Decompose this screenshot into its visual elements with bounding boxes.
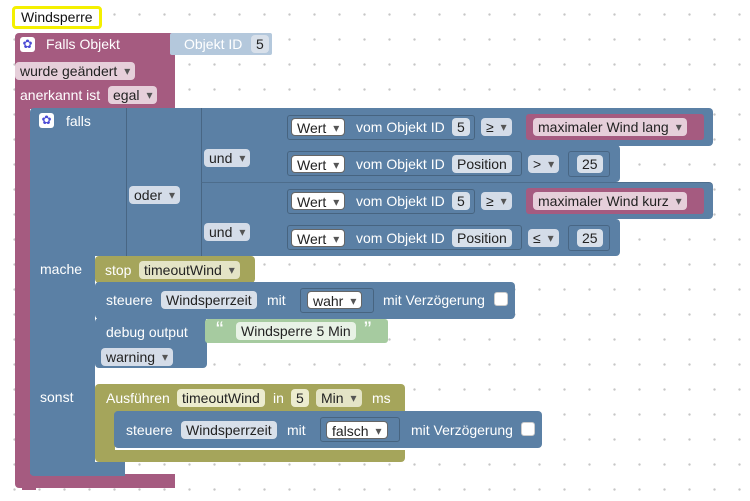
ack-label: anerkannt ist	[20, 87, 101, 103]
and-dropdown-2[interactable]: und	[204, 223, 251, 241]
value-socket	[287, 115, 475, 140]
number-field[interactable]: 25	[577, 229, 603, 247]
object-id-label: Objekt ID	[184, 36, 243, 52]
operator-dropdown[interactable]: ≥	[481, 192, 512, 210]
event-block-bottom	[15, 474, 175, 488]
number-field[interactable]: 25	[577, 155, 603, 173]
comment-label[interactable]: Windsperre	[12, 6, 102, 29]
attribute-field[interactable]: Position	[452, 155, 512, 173]
gear-icon[interactable]: ✿	[20, 37, 35, 52]
value-socket	[320, 417, 400, 442]
operator-dropdown[interactable]: >	[528, 155, 560, 173]
quote-open-icon: “	[216, 317, 224, 342]
stop-label: stop	[105, 262, 132, 278]
wert-dropdown[interactable]: Wert	[291, 118, 346, 137]
value-socket	[287, 225, 522, 250]
value-socket	[287, 151, 522, 176]
quote-close-icon: ”	[364, 317, 372, 342]
attribute-field[interactable]: Position	[452, 229, 512, 247]
wert-dropdown[interactable]: Wert	[291, 229, 346, 248]
value-socket	[300, 288, 374, 313]
mit-label: mit	[287, 422, 306, 438]
log-level-dropdown[interactable]: warning	[101, 348, 174, 366]
object-id-block[interactable]	[170, 33, 272, 55]
event-block-spine	[15, 100, 30, 482]
timer-name-field[interactable]: timeoutWind	[177, 389, 265, 407]
gear-icon[interactable]: ✿	[39, 113, 54, 128]
timer-dropdown[interactable]: timeoutWind	[139, 261, 240, 279]
operator-dropdown[interactable]: ≤	[528, 229, 559, 247]
and-dropdown-1[interactable]: und	[204, 149, 251, 167]
ms-label: ms	[372, 390, 391, 406]
boolean-dropdown[interactable]: falsch	[326, 421, 388, 440]
and-block-1[interactable]	[201, 108, 274, 182]
wert-dropdown[interactable]: Wert	[291, 192, 346, 211]
mache-label: mache	[40, 261, 83, 277]
value-socket	[287, 189, 475, 214]
object-id-field[interactable]: 5	[452, 118, 470, 136]
delay-label: mit Verzögerung	[383, 292, 485, 308]
delay-label: mit Verzögerung	[411, 422, 513, 438]
object-id-field[interactable]: 5	[452, 192, 470, 210]
variable-dropdown[interactable]: maximaler Wind lang	[533, 118, 687, 136]
in-label: in	[273, 390, 284, 406]
and-block-2[interactable]	[201, 182, 274, 256]
if-block-bottom	[30, 462, 125, 476]
wert-dropdown[interactable]: Wert	[291, 155, 346, 174]
steuere-label: steuere	[126, 422, 173, 438]
ack-dropdown[interactable]: egal	[108, 86, 158, 104]
or-dropdown[interactable]: oder	[129, 186, 181, 204]
vom-objekt-label: vom Objekt ID	[356, 230, 445, 246]
object-id-value[interactable]: 5	[251, 35, 269, 53]
or-block[interactable]	[126, 108, 204, 256]
steuere-label: steuere	[106, 292, 153, 308]
variable-field[interactable]: Windsperrzeit	[181, 421, 277, 439]
vom-objekt-label: vom Objekt ID	[356, 156, 445, 172]
timeout-block-spine	[95, 410, 115, 452]
if-block-spine	[30, 254, 95, 474]
timeout-block-bottom	[95, 450, 405, 462]
variable-dropdown[interactable]: maximaler Wind kurz	[533, 192, 687, 210]
vom-objekt-label: vom Objekt ID	[356, 119, 445, 135]
variable-field[interactable]: Windsperrzeit	[161, 291, 257, 309]
comment-label-text: Windsperre	[21, 9, 93, 25]
event-block-tab	[22, 484, 36, 490]
delay-amount-field[interactable]: 5	[291, 389, 309, 407]
delay-checkbox[interactable]	[494, 292, 508, 306]
boolean-dropdown[interactable]: wahr	[307, 291, 363, 310]
unit-dropdown[interactable]: Min	[316, 389, 362, 407]
delay-checkbox[interactable]	[521, 422, 535, 436]
mit-label: mit	[267, 292, 286, 308]
vom-objekt-label: vom Objekt ID	[356, 193, 445, 209]
operator-dropdown[interactable]: ≥	[481, 118, 512, 136]
if-block-head[interactable]	[30, 108, 127, 256]
change-dropdown[interactable]: wurde geändert	[15, 62, 136, 80]
falls-label: falls	[66, 113, 91, 129]
debug-label: debug output	[106, 324, 188, 340]
sonst-label: sonst	[40, 389, 74, 405]
text-field[interactable]: Windsperre 5 Min	[236, 322, 356, 340]
event-title: Falls Objekt	[46, 36, 120, 52]
execute-label: Ausführen	[106, 390, 170, 406]
